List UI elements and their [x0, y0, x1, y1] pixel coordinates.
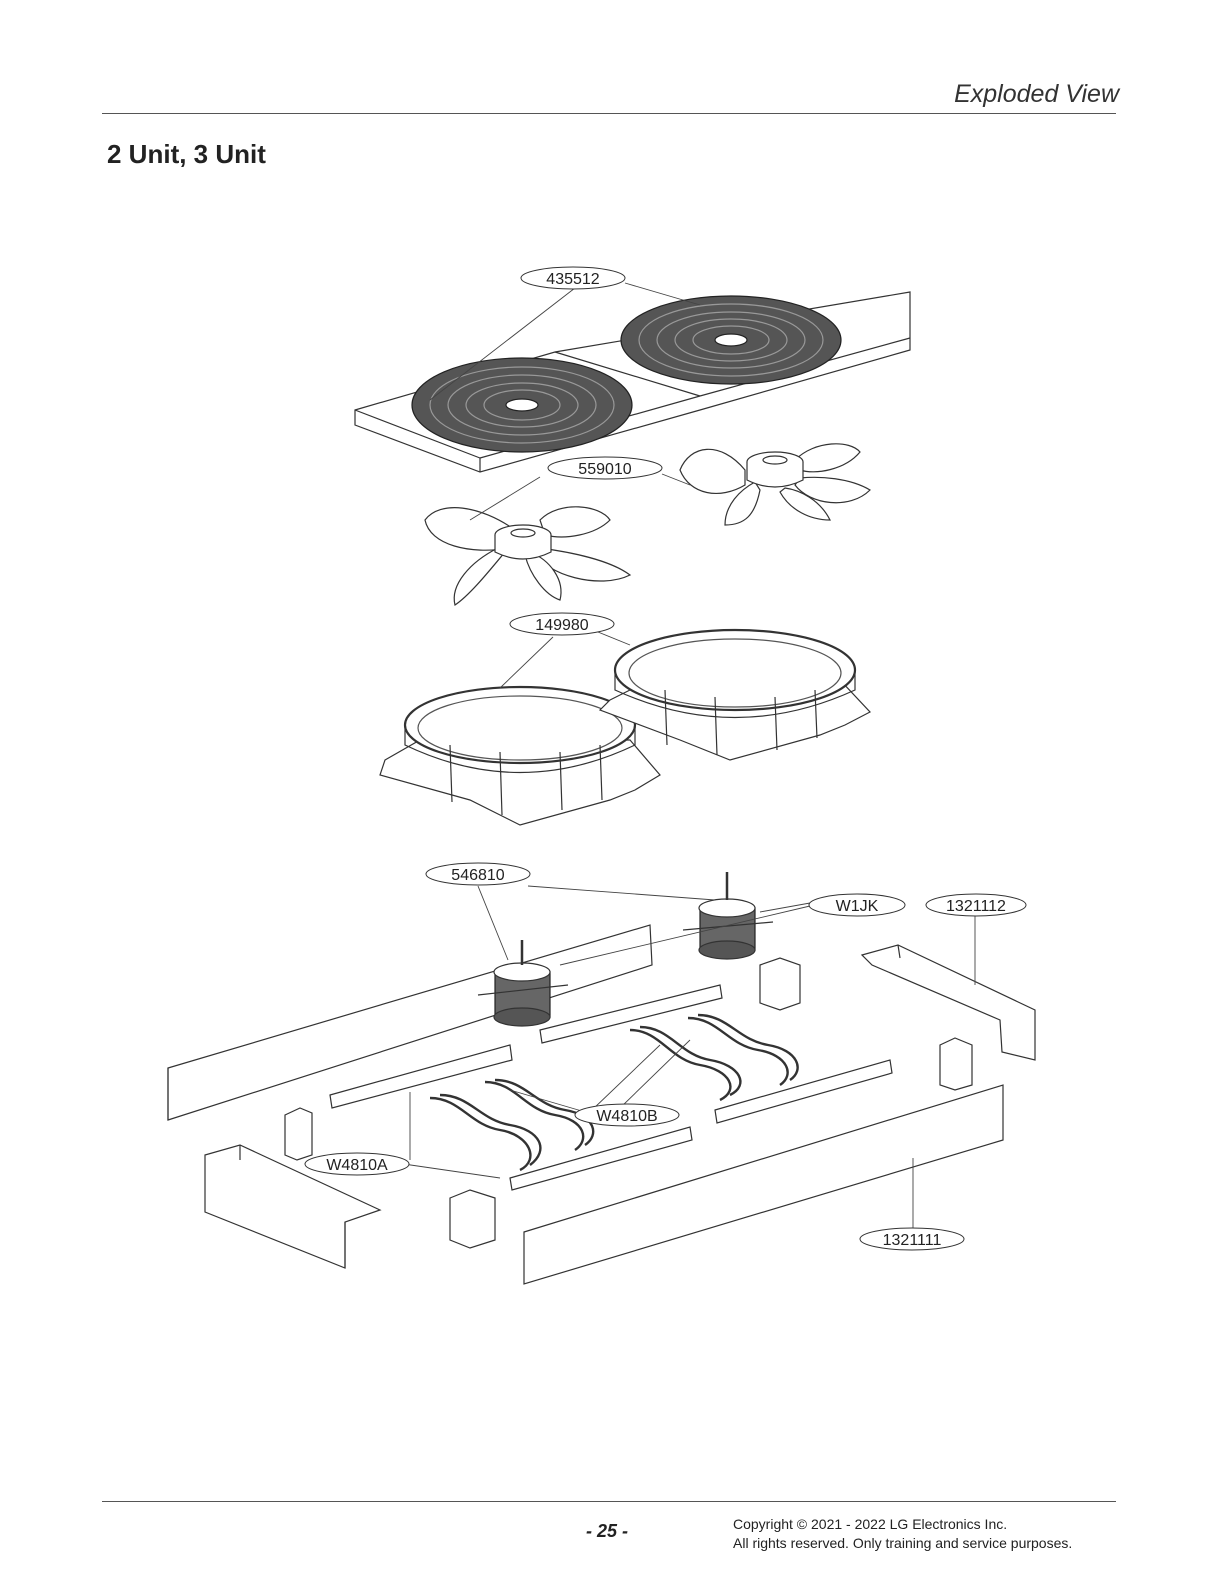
callout-nut: W1JK — [808, 893, 906, 917]
corner-bracket-2 — [759, 957, 801, 1011]
callout-top-bracket: 1321112 — [925, 893, 1027, 917]
callout-mount-a: W4810A — [304, 1152, 410, 1176]
fan-right — [679, 443, 871, 526]
fan-grille-left — [411, 357, 633, 453]
mount-bracket-2 — [484, 1078, 595, 1151]
shroud-left — [379, 685, 661, 826]
header-divider — [102, 113, 1116, 114]
corner-bracket-4 — [449, 1189, 496, 1249]
fan-left — [424, 506, 632, 606]
corner-bracket-3 — [939, 1037, 973, 1091]
header-title: Exploded View — [954, 80, 1119, 108]
mount-bracket-3 — [629, 1025, 742, 1102]
callout-mount-b-label: W4810B — [596, 1108, 657, 1125]
rail-mid-back — [539, 984, 723, 1044]
mount-bracket-4 — [687, 1013, 799, 1086]
callout-fan: 559010 — [547, 456, 663, 480]
callout-mount-b: W4810B — [574, 1103, 680, 1127]
callout-shroud-label: 149980 — [535, 617, 588, 634]
callout-fan-label: 559010 — [578, 461, 631, 478]
callout-shroud: 149980 — [509, 612, 615, 636]
leader-lines — [389, 282, 976, 1232]
callout-grille-label: 435512 — [546, 271, 599, 288]
callout-front-panel-label: 1321111 — [883, 1232, 942, 1249]
callout-motor-label: 546810 — [451, 867, 504, 884]
page-number: - 25 - — [586, 1521, 629, 1541]
callout-front-panel: 1321111 — [859, 1227, 965, 1251]
rail-front — [509, 1126, 693, 1191]
footer-divider — [102, 1501, 1116, 1502]
motor-left — [477, 940, 569, 1027]
fan-grille-right — [620, 295, 842, 385]
copyright-line-2: All rights reserved. Only training and s… — [733, 1535, 1073, 1551]
section-title: 2 Unit, 3 Unit — [107, 139, 266, 169]
rail-right — [714, 1059, 893, 1124]
corner-bracket-1 — [284, 1107, 313, 1161]
copyright-notice: Copyright © 2021 - 2022 LG Electronics I… — [733, 1515, 1072, 1553]
callout-top-bracket-label: 1321112 — [946, 898, 1006, 915]
top-bracket-right — [860, 944, 1036, 1061]
shroud-right — [598, 628, 871, 761]
front-panel — [523, 1084, 1004, 1285]
motor-right — [682, 872, 774, 960]
side-panel-left — [204, 1144, 382, 1269]
rail-left — [329, 1044, 513, 1109]
mount-bracket-1 — [429, 1093, 542, 1172]
copyright-line-1: Copyright © 2021 - 2022 LG Electronics I… — [733, 1516, 1008, 1532]
callout-nut-label: W1JK — [836, 898, 879, 915]
callout-motor: 546810 — [425, 862, 531, 886]
callout-mount-a-label: W4810A — [326, 1157, 388, 1174]
callout-grille: 435512 — [520, 266, 626, 290]
